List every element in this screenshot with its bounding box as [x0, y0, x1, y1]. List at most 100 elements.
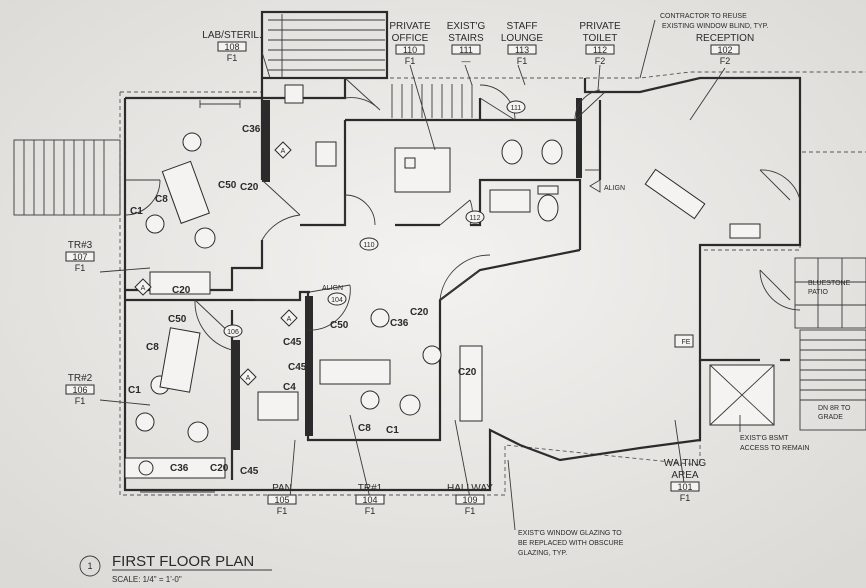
- svg-text:112: 112: [469, 215, 480, 222]
- door-tag: 111: [506, 100, 526, 114]
- stair-east: [799, 329, 866, 431]
- room-finish: F1: [277, 506, 288, 516]
- room-finish: F1: [680, 493, 691, 503]
- room-number: 107: [72, 252, 87, 262]
- fixture-label: C20: [410, 307, 429, 318]
- room-finish: F1: [405, 56, 416, 66]
- room-name: TR#1: [358, 483, 383, 494]
- fixture-label: C20: [458, 367, 477, 378]
- door-tags: 111 112 110 106 104: [223, 100, 526, 338]
- dental-chairs: [124, 132, 442, 479]
- drawing-title-block: 1 FIRST FLOOR PLAN SCALE: 1/4" = 1'-0": [79, 553, 272, 584]
- room-finish: F1: [517, 56, 528, 66]
- room-name: AREA: [671, 470, 699, 481]
- fixture-label: C4: [283, 382, 296, 393]
- fixture-label: C20: [210, 463, 229, 474]
- drawing-title: FIRST FLOOR PLAN: [112, 553, 254, 570]
- detail-number-circle: [79, 555, 101, 577]
- fixture-label: C45: [288, 362, 307, 373]
- room-finish: F1: [75, 396, 86, 406]
- dimensions: [140, 100, 600, 493]
- building-walls: [119, 10, 866, 496]
- room-name: TOILET: [583, 33, 618, 44]
- fixture-label: C45: [240, 466, 259, 477]
- room-finish: F2: [595, 56, 606, 66]
- room-number: 101: [677, 482, 692, 492]
- room-name: STAIRS: [448, 33, 484, 44]
- fixture-label: C50: [168, 314, 187, 325]
- room-number: 102: [717, 45, 732, 55]
- room-number: 109: [462, 495, 477, 505]
- detail-number: 1: [87, 561, 92, 571]
- exterior-stair-west: [13, 139, 121, 216]
- fixture-label: C1: [130, 206, 143, 217]
- room-finish: F1: [365, 506, 376, 516]
- door-tag: 112: [465, 210, 485, 224]
- note-align-2: ALIGN: [322, 285, 343, 292]
- room-name: LOUNGE: [501, 33, 544, 44]
- room-name: TR#2: [68, 373, 93, 384]
- fixture-label: C20: [172, 285, 191, 296]
- marker-tag: A: [274, 141, 292, 159]
- fixture-label: C36: [390, 318, 409, 329]
- room-number: 104: [362, 495, 377, 505]
- room-name: HALLWAY: [447, 483, 493, 494]
- fixture-label: C8: [358, 423, 371, 434]
- marker-tag: FE: [682, 339, 691, 346]
- room-name: EXIST'G: [447, 21, 486, 32]
- fixture-label: C50: [218, 180, 237, 191]
- room-name: RECEPTION: [696, 33, 754, 44]
- room-number: 110: [403, 45, 417, 55]
- room-finish: F1: [465, 506, 476, 516]
- room-name: PAN: [272, 483, 292, 494]
- fixture-label: C20: [240, 182, 259, 193]
- section-markers: A A A A FE: [134, 141, 691, 386]
- svg-text:A: A: [141, 285, 146, 292]
- note-align-1: ALIGN: [604, 185, 625, 192]
- fixture-label: C36: [242, 124, 261, 135]
- room-name: WAITING: [664, 458, 707, 469]
- fixture-label: C50: [330, 320, 349, 331]
- svg-text:106: 106: [227, 329, 239, 336]
- existing-stairs: [391, 84, 473, 118]
- room-name: PRIVATE: [579, 21, 621, 32]
- door-tag: 106: [223, 324, 243, 338]
- room-name: TR#3: [68, 240, 93, 251]
- svg-text:110: 110: [363, 242, 374, 249]
- fixture-label: C1: [128, 385, 141, 396]
- leader-lines: [99, 19, 741, 531]
- room-number: 112: [593, 45, 607, 55]
- room-finish: F1: [75, 263, 86, 273]
- fixture-label: C1: [386, 425, 399, 436]
- marker-tag: A: [239, 368, 257, 386]
- fixture-label: C36: [170, 463, 189, 474]
- marker-tag: A: [280, 309, 298, 327]
- stair-north: [268, 14, 385, 78]
- svg-text:A: A: [281, 148, 286, 155]
- plumbing-fixtures: [284, 84, 563, 422]
- room-finish: —: [462, 56, 471, 66]
- room-finish: F1: [227, 53, 238, 63]
- door-tag: 104: [327, 292, 347, 306]
- door-swings: [124, 77, 801, 351]
